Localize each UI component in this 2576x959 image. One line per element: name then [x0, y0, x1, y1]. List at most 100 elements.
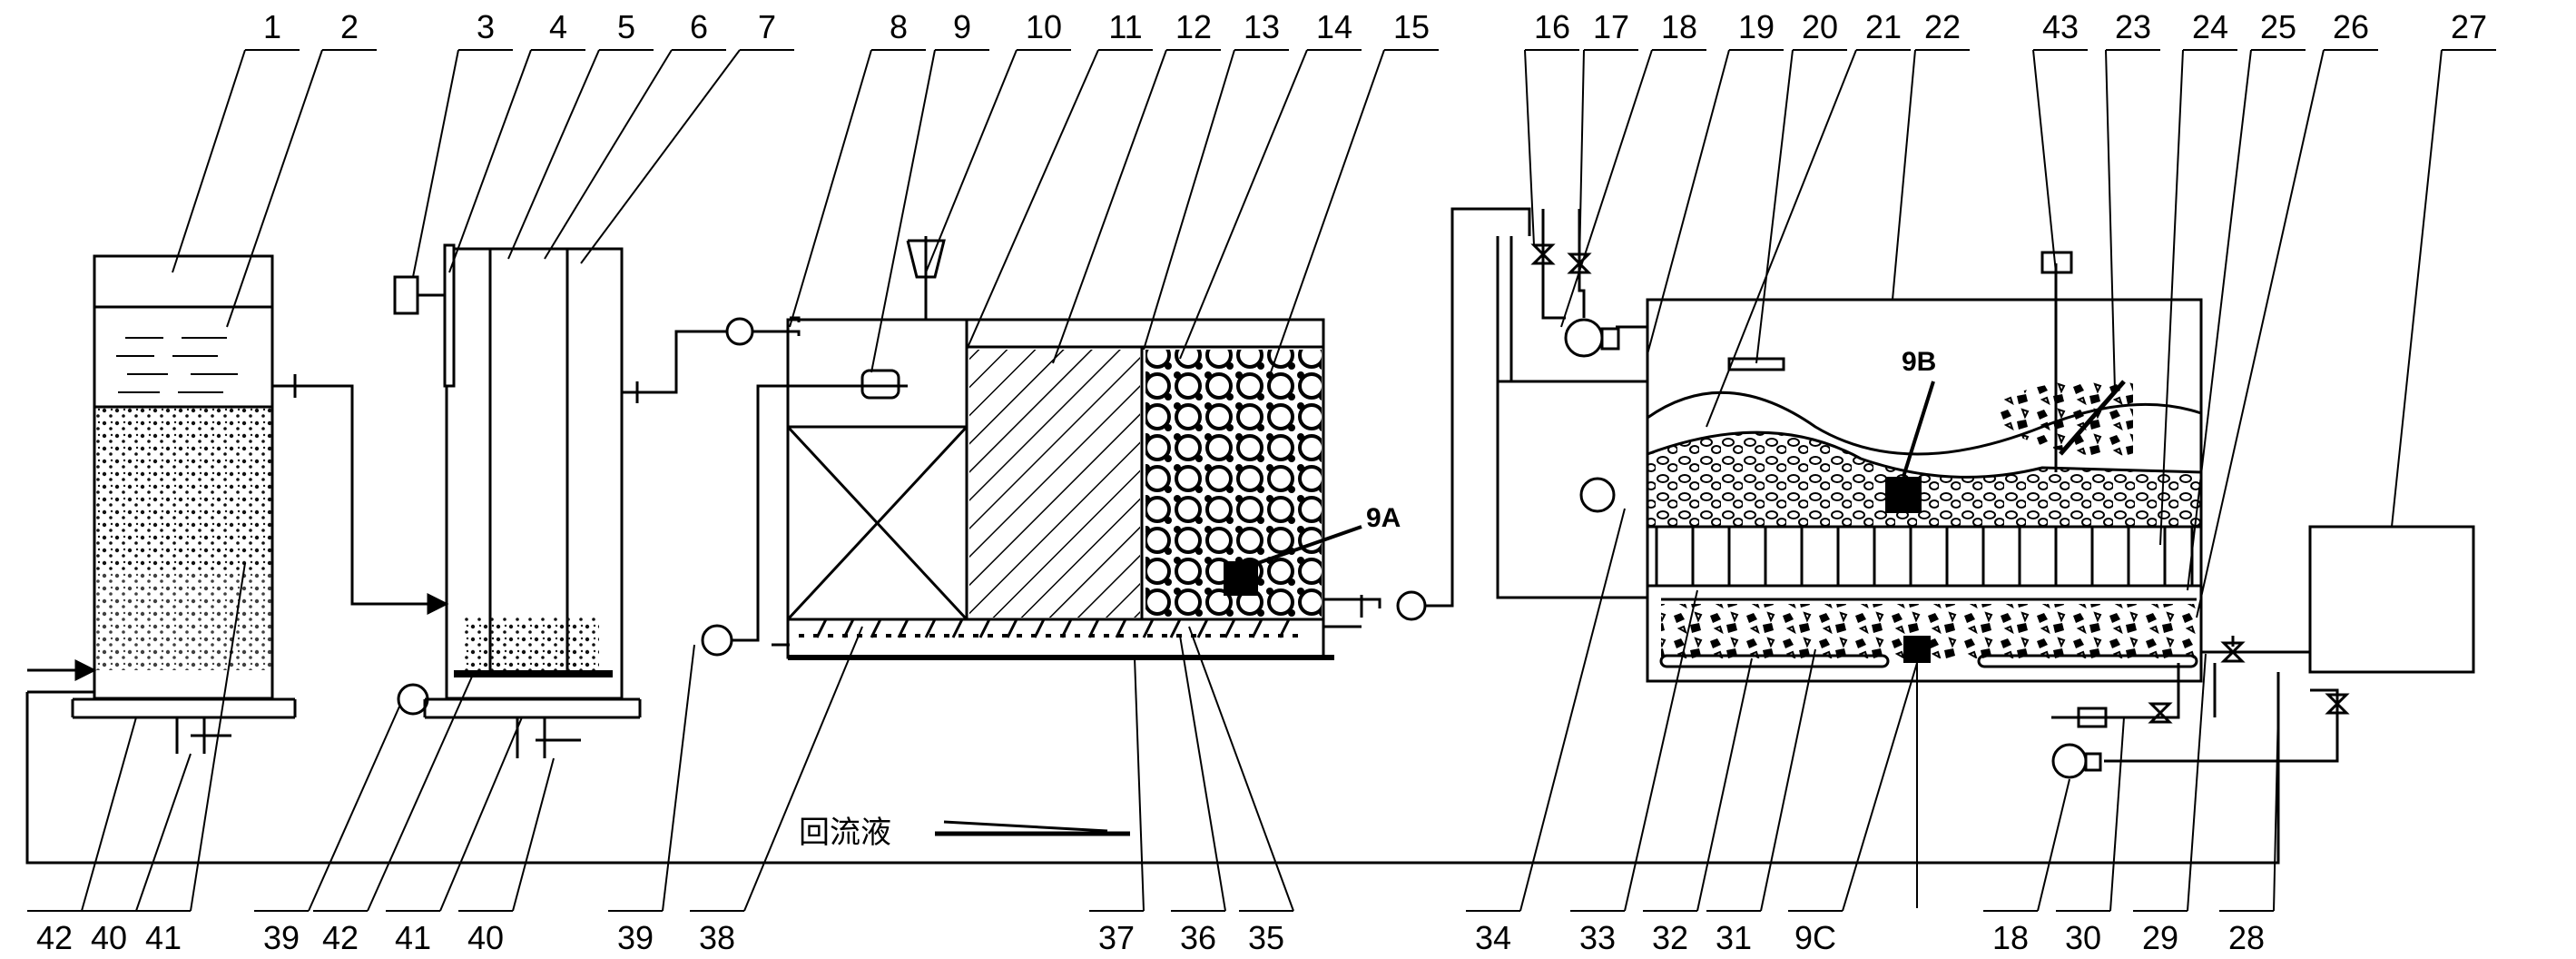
- callout-bottom-39: 39: [263, 919, 300, 956]
- pump: [1396, 590, 1427, 621]
- leader-line: [367, 676, 473, 912]
- return-flow-label: 回流液: [799, 815, 891, 851]
- callout-top-20: 20: [1802, 8, 1838, 45]
- callout-top-24: 24: [2192, 8, 2228, 45]
- leader-line: [1188, 626, 1294, 912]
- packing-media: [94, 407, 272, 570]
- callout-bottom-34: 34: [1475, 919, 1511, 956]
- callout-top-16: 16: [1534, 8, 1570, 45]
- blower: [1564, 318, 1604, 358]
- callout-bottom-28: 28: [2228, 919, 2265, 956]
- leader-line: [2032, 49, 2057, 273]
- leader-line: [544, 49, 673, 260]
- leader-line: [1052, 49, 1167, 364]
- leader-line: [507, 49, 600, 260]
- leader-line: [925, 49, 1018, 273]
- callout-bottom-33: 33: [1579, 919, 1616, 956]
- pump: [725, 317, 754, 346]
- callout-bottom-40: 40: [91, 919, 127, 956]
- leader-line: [2159, 49, 2184, 546]
- leader-line: [1270, 49, 1385, 373]
- callout-top-13: 13: [1244, 8, 1280, 45]
- leader-line: [439, 717, 523, 912]
- leader-line: [2105, 49, 2116, 391]
- callout-bottom-9C: 9C: [1794, 919, 1836, 956]
- leader-line: [1179, 49, 1308, 360]
- pump: [1579, 477, 1616, 513]
- callout-top-7: 7: [758, 8, 776, 45]
- leader-line: [1560, 49, 1653, 328]
- marker-9b: 9B: [1902, 347, 1936, 377]
- callout-bottom-32: 32: [1652, 919, 1688, 956]
- callout-top-2: 2: [340, 8, 359, 45]
- leader-line: [81, 717, 137, 912]
- callout-top-9: 9: [953, 8, 971, 45]
- callout-top-11: 11: [1108, 8, 1142, 45]
- leader-line: [1647, 49, 1730, 355]
- leader-line: [1624, 589, 1698, 912]
- leader-line: [2109, 717, 2125, 912]
- callout-top-5: 5: [617, 8, 635, 45]
- leader-line: [1755, 49, 1794, 364]
- callout-bottom-38: 38: [699, 919, 735, 956]
- leader-line: [1134, 657, 1145, 912]
- leader-line: [1892, 49, 1916, 301]
- leader-line: [1842, 662, 1918, 912]
- blower: [2051, 743, 2088, 779]
- leader-line: [966, 49, 1099, 351]
- callout-bottom-36: 36: [1180, 919, 1216, 956]
- leader-line: [512, 757, 555, 912]
- callout-top-12: 12: [1175, 8, 1212, 45]
- leader-line: [2391, 49, 2443, 528]
- leader-line: [870, 49, 936, 373]
- leader-line: [1179, 635, 1226, 912]
- callout-bottom-42: 42: [322, 919, 359, 956]
- callout-top-3: 3: [477, 8, 495, 45]
- leader-line: [172, 49, 246, 273]
- callout-bottom-18: 18: [1992, 919, 2029, 956]
- callout-top-6: 6: [690, 8, 708, 45]
- leader-line: [2037, 778, 2070, 912]
- callout-bottom-40: 40: [467, 919, 504, 956]
- leader-line: [1706, 49, 1857, 428]
- leader-line: [1696, 657, 1753, 912]
- leader-line: [2273, 707, 2279, 912]
- leader-line: [412, 49, 459, 278]
- leader-line: [743, 626, 863, 912]
- leader-line: [1524, 49, 1535, 246]
- outlet-tank: [2308, 525, 2475, 674]
- callout-top-8: 8: [890, 8, 908, 45]
- leader-line: [1143, 49, 1235, 351]
- callout-top-4: 4: [549, 8, 567, 45]
- leader-line: [308, 706, 400, 912]
- callout-bottom-37: 37: [1098, 919, 1135, 956]
- callout-top-25: 25: [2260, 8, 2296, 45]
- callout-bottom-41: 41: [395, 919, 431, 956]
- callout-bottom-42: 42: [36, 919, 73, 956]
- leader-line: [1519, 508, 1626, 912]
- callout-top-26: 26: [2333, 8, 2369, 45]
- callout-top-15: 15: [1393, 8, 1430, 45]
- leader-line: [2187, 49, 2252, 591]
- callout-top-23: 23: [2115, 8, 2151, 45]
- pump: [397, 683, 429, 716]
- callout-top-14: 14: [1316, 8, 1352, 45]
- hatched-filter: [969, 350, 1140, 618]
- leader-line: [226, 49, 323, 328]
- plate-settler: [1655, 525, 2194, 588]
- callout-top-27: 27: [2451, 8, 2487, 45]
- callout-top-19: 19: [1738, 8, 1775, 45]
- leader-line: [190, 562, 246, 912]
- leader-line: [2187, 653, 2207, 912]
- sensor-markers: 9A 9B: [1224, 347, 1936, 908]
- leader-line: [1760, 648, 1816, 912]
- leader-line: [662, 644, 695, 912]
- callout-bottom-41: 41: [145, 919, 182, 956]
- marker-9a: 9A: [1366, 503, 1401, 533]
- callout-top-18: 18: [1661, 8, 1697, 45]
- leader-line: [2196, 49, 2325, 618]
- callout-top-43: 43: [2042, 8, 2079, 45]
- callout-top-22: 22: [1924, 8, 1961, 45]
